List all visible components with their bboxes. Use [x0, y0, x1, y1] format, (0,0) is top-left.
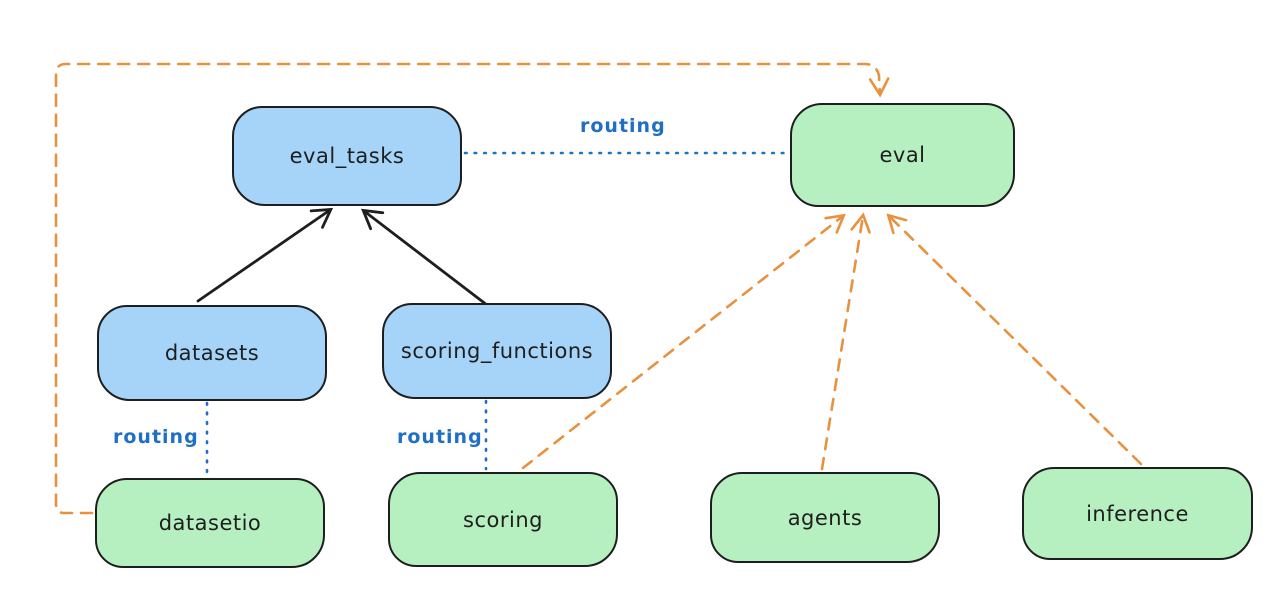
node-inference: inference	[1022, 467, 1253, 560]
node-eval: eval	[790, 103, 1015, 207]
node-eval-label: eval	[879, 143, 926, 167]
node-eval-tasks: eval_tasks	[232, 106, 462, 206]
node-scoring-functions-label: scoring_functions	[400, 339, 594, 363]
node-scoring: scoring	[388, 472, 618, 567]
edge-label-routing-datasets-datasetio: routing	[113, 426, 199, 448]
edge-inference-to-eval	[886, 213, 1143, 466]
edge-datasets-to-eval-tasks	[196, 207, 334, 303]
edge-agents-to-eval	[820, 212, 871, 471]
edge-scoring-functions-to-eval-tasks	[361, 208, 489, 307]
node-agents-label: agents	[787, 505, 863, 530]
edge-label-routing-eval-tasks-eval: routing	[580, 115, 666, 137]
edge-label-routing-scoring-functions-scoring: routing	[397, 426, 483, 448]
node-datasets: datasets	[97, 305, 327, 401]
node-datasetio: datasetio	[95, 478, 325, 568]
node-eval-tasks-label: eval_tasks	[289, 144, 405, 168]
node-agents: agents	[710, 472, 940, 563]
node-datasetio-label: datasetio	[158, 511, 262, 535]
node-scoring-functions: scoring_functions	[382, 303, 612, 399]
node-inference-label: inference	[1086, 501, 1189, 526]
node-datasets-label: datasets	[164, 341, 260, 365]
node-scoring-label: scoring	[463, 507, 543, 532]
